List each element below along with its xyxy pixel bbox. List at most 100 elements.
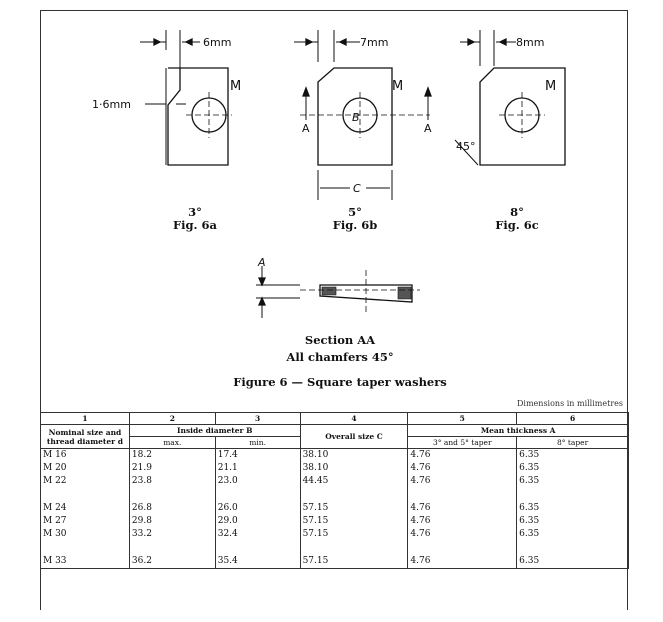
svg-text:A: A — [257, 256, 266, 269]
table-cell: 29.0 — [214, 515, 301, 528]
header-nominal: Nominal size and thread diameter d — [40, 424, 130, 449]
table-cell: 4.76 — [407, 462, 518, 475]
table-cell: M 30 — [40, 528, 130, 541]
table-cell: 6.35 — [516, 462, 629, 475]
svg-text:8mm: 8mm — [516, 36, 544, 49]
fig-6b-label: Fig. 6b — [332, 218, 378, 232]
table-cell: 36.2 — [128, 555, 216, 569]
spacer-cell — [299, 541, 409, 555]
fig-6c-angle: 8° — [510, 205, 524, 219]
svg-text:M: M — [230, 79, 241, 94]
table-cell: 44.45 — [299, 475, 409, 488]
table-cell: 6.35 — [516, 555, 629, 569]
svg-text:A: A — [424, 122, 432, 135]
table-cell: M 16 — [40, 448, 130, 462]
spacer-cell — [40, 541, 130, 555]
table-cell: 57.15 — [299, 555, 409, 569]
spacer-cell — [128, 541, 216, 555]
table-cell: 4.76 — [407, 555, 518, 569]
table-cell: 4.76 — [407, 448, 518, 462]
svg-text:C: C — [353, 182, 361, 195]
table-cell: 17.4 — [214, 448, 301, 462]
table-cell: M 20 — [40, 462, 130, 475]
fig-6c-label: Fig. 6c — [495, 218, 539, 232]
table-cell: 6.35 — [516, 448, 629, 462]
col-number: 2 — [128, 412, 216, 425]
section-title: Section AA — [304, 333, 376, 347]
spacer-row — [40, 541, 629, 555]
col-number: 4 — [299, 412, 409, 425]
svg-text:45°: 45° — [456, 140, 476, 153]
svg-text:M: M — [392, 79, 403, 94]
section-aa-drawing: A — [256, 256, 420, 318]
table-cell: 4.76 — [407, 475, 518, 488]
spacer-cell — [128, 488, 216, 502]
header-max: max. — [128, 436, 216, 449]
table-cell: 35.4 — [214, 555, 301, 569]
table-cell: 23.0 — [214, 475, 301, 488]
table-cell: 33.2 — [128, 528, 216, 541]
table-cell: 4.76 — [407, 502, 518, 515]
table-cell: 26.0 — [214, 502, 301, 515]
col-number: 5 — [407, 412, 518, 425]
section-note: All chamfers 45° — [286, 350, 394, 364]
column-number-row: 1 2 3 4 5 6 — [40, 412, 629, 425]
table-cell: 38.10 — [299, 448, 409, 462]
table-cell: M 24 — [40, 502, 130, 515]
spacer-cell — [516, 541, 629, 555]
table-cell: 6.35 — [516, 528, 629, 541]
header-taper-8: 8° taper — [516, 436, 629, 449]
table-cell: 57.15 — [299, 515, 409, 528]
svg-text:M: M — [545, 79, 556, 94]
fig-6a-drawing: 6mm 1·6mm M — [92, 30, 241, 166]
spacer-cell — [214, 541, 301, 555]
spacer-cell — [407, 488, 518, 502]
table-cell: 18.2 — [128, 448, 216, 462]
spacer-cell — [40, 488, 130, 502]
header-thickness: Mean thickness A — [407, 424, 629, 437]
svg-text:1·6mm: 1·6mm — [92, 98, 131, 111]
col-number: 6 — [516, 412, 629, 425]
table-cell: 21.1 — [214, 462, 301, 475]
table-cell: 57.15 — [299, 502, 409, 515]
col-number: 3 — [214, 412, 301, 425]
table-cell: 32.4 — [214, 528, 301, 541]
table-cell: 23.8 — [128, 475, 216, 488]
figure-caption: Figure 6 — Square taper washers — [233, 375, 447, 389]
table-cell: 29.8 — [128, 515, 216, 528]
washer-drawings: 6mm 1·6mm M 7mm M B A A C 8mm M 45° A — [92, 30, 566, 318]
spacer-cell — [407, 541, 518, 555]
units-note: Dimensions in millimetres — [517, 399, 623, 408]
fig-6b-angle: 5° — [348, 205, 362, 219]
table-cell: 4.76 — [407, 515, 518, 528]
table-cell: 4.76 — [407, 528, 518, 541]
header-overall-size: Overall size C — [299, 424, 409, 449]
fig-6a-angle: 3° — [188, 205, 202, 219]
table-cell: 38.10 — [299, 462, 409, 475]
spacer-row — [40, 488, 629, 502]
table-cell: 21.9 — [128, 462, 216, 475]
table-cell: 57.15 — [299, 528, 409, 541]
fig-6b-drawing: 7mm M B A A C — [294, 30, 432, 200]
header-inside-diameter: Inside diameter B — [128, 424, 301, 437]
svg-text:6mm: 6mm — [203, 36, 231, 49]
table-cell: M 22 — [40, 475, 130, 488]
header-taper-3-5: 3° and 5° taper — [407, 436, 518, 449]
table-cell: M 27 — [40, 515, 130, 528]
fig-6a-label: Fig. 6a — [172, 218, 218, 232]
svg-text:A: A — [302, 122, 310, 135]
spacer-cell — [516, 488, 629, 502]
table-cell: M 33 — [40, 555, 130, 569]
spacer-cell — [214, 488, 301, 502]
table-cell: 6.35 — [516, 515, 629, 528]
spacer-cell — [299, 488, 409, 502]
svg-text:7mm: 7mm — [360, 36, 388, 49]
header-min: min. — [214, 436, 301, 449]
table-cell: 6.35 — [516, 502, 629, 515]
